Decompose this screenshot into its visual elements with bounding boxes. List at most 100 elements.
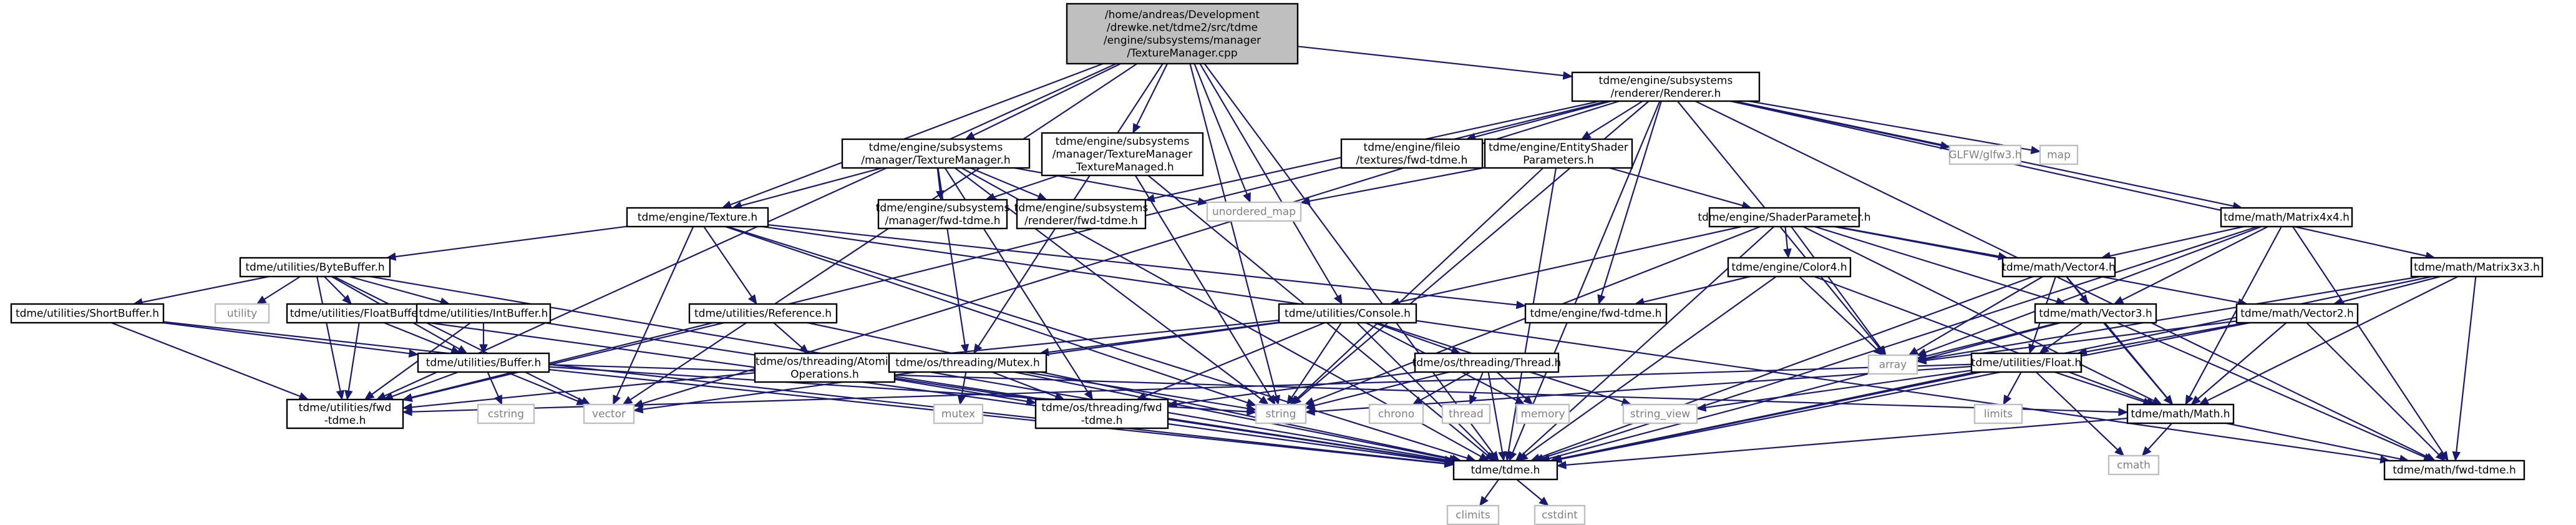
edge-line bbox=[1694, 101, 2428, 458]
edge-line bbox=[1314, 371, 1449, 406]
node-label-line: tdme/engine/subsystems bbox=[1014, 202, 1149, 215]
node-thread-h[interactable]: tdme/os/threading/Thread.h bbox=[1412, 352, 1562, 373]
edge-arrowhead bbox=[408, 349, 419, 358]
node-float-h[interactable]: tdme/utilities/Float.h bbox=[1970, 352, 2083, 373]
node-fileio-fwd[interactable]: tdme/engine/fileio/textures/fwd-tdme.h bbox=[1340, 138, 1484, 169]
node-tdme-h[interactable]: tdme/tdme.h bbox=[1452, 459, 1558, 481]
node-label-line: tdme/engine/fileio bbox=[1364, 142, 1461, 154]
edge-arrowhead bbox=[1469, 395, 1477, 406]
node-shortbuffer[interactable]: tdme/utilities/ShortBuffer.h bbox=[10, 303, 165, 324]
node-label-line: thread bbox=[1449, 408, 1484, 421]
node-label-line: /renderer/Renderer.h bbox=[1611, 87, 1721, 100]
edge-bytebuffer-to-floatbuffer bbox=[324, 276, 352, 305]
node-label-line: _TextureManaged.h bbox=[1070, 161, 1174, 174]
edge-arrowhead bbox=[1556, 461, 1567, 469]
node-label-line: tdme/os/threading/Atomic bbox=[756, 356, 894, 368]
node-console[interactable]: tdme/utilities/Console.h bbox=[1278, 303, 1417, 324]
edge-arrowhead bbox=[494, 395, 502, 406]
node-label-line: tdme/utilities/Buffer.h bbox=[426, 357, 541, 370]
node-box bbox=[2039, 144, 2079, 165]
edge-line bbox=[384, 62, 1117, 397]
edge-root-to-unordered_map bbox=[1193, 63, 1251, 204]
node-root[interactable]: /home/andreas/Development/drewke.net/tdm… bbox=[1066, 2, 1299, 65]
node-math-fwd[interactable]: tdme/math/fwd-tdme.h bbox=[2383, 459, 2525, 481]
edge-line bbox=[2116, 321, 2426, 458]
node-box bbox=[841, 138, 1031, 169]
edge-matrix4x4-to-array bbox=[1916, 225, 2262, 356]
node-bytebuffer[interactable]: tdme/utilities/ByteBuffer.h bbox=[239, 257, 391, 278]
edge-arrowhead bbox=[1243, 192, 1251, 204]
edge-line bbox=[111, 321, 301, 397]
node-renderer[interactable]: tdme/engine/subsystems/renderer/Renderer… bbox=[1571, 71, 1761, 102]
edge-line bbox=[894, 378, 1028, 403]
node-vector4[interactable]: tdme/math/Vector4.h bbox=[2001, 257, 2116, 278]
edge-arrowhead bbox=[1246, 404, 1257, 413]
node-label-line: memory bbox=[1520, 408, 1565, 421]
edge-line bbox=[1203, 63, 1494, 454]
edge-line bbox=[316, 276, 341, 391]
node-label-line: map bbox=[2047, 149, 2071, 162]
node-box bbox=[877, 199, 1008, 230]
node-matrix3x3[interactable]: tdme/math/Matrix3x3.h bbox=[2410, 257, 2544, 278]
edge-root-to-vector bbox=[622, 63, 1138, 405]
edge-texmgr_h-to-texture bbox=[731, 167, 883, 210]
node-color4[interactable]: tdme/engine/Color4.h bbox=[1727, 257, 1852, 278]
node-floatbuffer[interactable]: tdme/utilities/FloatBuffer.h bbox=[286, 303, 435, 324]
node-thread: thread bbox=[1441, 403, 1491, 424]
node-engine-fwd[interactable]: tdme/engine/fwd-tdme.h bbox=[1524, 303, 1668, 324]
node-box bbox=[688, 303, 838, 324]
node-intbuffer[interactable]: tdme/utilities/IntBuffer.h bbox=[416, 303, 552, 324]
node-mutex-h[interactable]: tdme/os/threading/Mutex.h bbox=[888, 352, 1047, 373]
node-texmgr-managed[interactable]: tdme/engine/subsystems/manager/TextureMa… bbox=[1041, 132, 1204, 177]
node-box bbox=[2235, 303, 2359, 324]
edge-line bbox=[725, 225, 1248, 404]
node-util-fwd[interactable]: tdme/utilities/fwd-tdme.h bbox=[286, 398, 404, 429]
edge-arrowhead bbox=[1873, 346, 1883, 356]
node-math-h[interactable]: tdme/math/Math.h bbox=[2126, 403, 2235, 424]
node-matrix4x4[interactable]: tdme/math/Matrix4x4.h bbox=[2220, 207, 2353, 228]
node-vector3[interactable]: tdme/math/Vector3.h bbox=[2034, 303, 2157, 324]
edge-line bbox=[1730, 100, 2427, 257]
edge-line bbox=[2225, 422, 2401, 460]
node-reference[interactable]: tdme/utilities/Reference.h bbox=[688, 303, 838, 324]
edge-arrowhead bbox=[1517, 452, 1529, 461]
node-label-line: cstdint bbox=[1542, 509, 1578, 522]
node-box bbox=[286, 398, 404, 429]
node-shader-param[interactable]: tdme/engine/ShaderParameter.h bbox=[1698, 207, 1871, 228]
edge-arrowhead bbox=[2079, 294, 2089, 305]
node-box bbox=[1867, 354, 1918, 375]
node-mgr-fwd[interactable]: tdme/engine/subsystems/manager/fwd-tdme.… bbox=[876, 199, 1010, 230]
node-label-line: tdme/math/Matrix4x4.h bbox=[2224, 212, 2350, 224]
node-texmgr-h[interactable]: tdme/engine/subsystems/manager/TextureMa… bbox=[841, 138, 1031, 169]
node-label-line: tdme/engine/subsystems bbox=[876, 202, 1010, 215]
edge-renderer-to-matrix3x3 bbox=[1730, 100, 2436, 260]
edge-arrowhead bbox=[2435, 451, 2446, 461]
edge-line bbox=[970, 167, 1039, 197]
node-label-line: -tdme.h bbox=[1081, 415, 1123, 427]
node-box bbox=[1016, 199, 1147, 230]
edge-vector3-to-math_h bbox=[2102, 322, 2174, 405]
node-threading-fwd[interactable]: tdme/os/threading/fwd-tdme.h bbox=[1034, 398, 1169, 429]
node-buffer[interactable]: tdme/utilities/Buffer.h bbox=[417, 352, 550, 373]
edge-bytebuffer-to-shortbuffer bbox=[132, 275, 270, 307]
edge-line bbox=[1291, 322, 1342, 398]
edge-line bbox=[1538, 275, 2034, 459]
node-box bbox=[1278, 303, 1417, 324]
edge-shader_param-to-console bbox=[1389, 225, 1742, 307]
node-renderer-fwd[interactable]: tdme/engine/subsystems/renderer/fwd-tdme… bbox=[1014, 199, 1149, 230]
node-label-line: /manager/TextureManager bbox=[1052, 149, 1193, 161]
edge-line bbox=[730, 62, 1104, 206]
node-label-line: tdme/os/threading/Mutex.h bbox=[895, 357, 1039, 370]
edge-arrowhead bbox=[747, 294, 757, 305]
edge-line bbox=[2121, 226, 2268, 301]
node-texture[interactable]: tdme/engine/Texture.h bbox=[626, 207, 769, 228]
node-label-line: vector bbox=[592, 408, 626, 421]
edge-line bbox=[2189, 226, 2282, 398]
node-label-line: /TextureManager.cpp bbox=[1127, 47, 1237, 60]
edge-atomic-to-threading_fwd bbox=[894, 378, 1037, 406]
node-label-line: GLFW/glfw3.h bbox=[1948, 149, 2021, 162]
node-vector2[interactable]: tdme/math/Vector2.h bbox=[2235, 303, 2359, 324]
edge-line bbox=[1814, 225, 2058, 302]
